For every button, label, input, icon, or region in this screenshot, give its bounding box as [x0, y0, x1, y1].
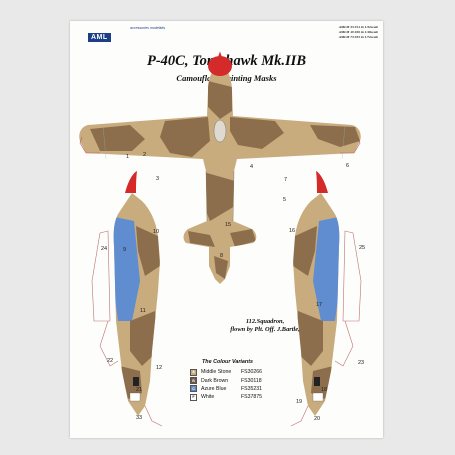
legend-title: The Colour Variants	[202, 359, 254, 365]
part-number-9: 9	[123, 247, 126, 253]
part-number-11: 11	[140, 308, 146, 314]
unit-caption: 112.Squadron, flown by Plt. Off. J.Bartl…	[210, 318, 320, 334]
product-code-48: AMLM 49 026 in 1/48scale	[338, 30, 378, 34]
part-numbers: 2 3 4 5 6 7 1 15 10 9 24 11 12 22 21 33 …	[101, 152, 365, 422]
aircraft-illustration: 2 3 4 5 6 7 1 15 10 9 24 11 12 22 21 33 …	[79, 51, 365, 427]
part-number-5: 5	[283, 197, 286, 203]
top-view-aircraft	[79, 51, 361, 284]
left-side-view-aircraft	[91, 171, 163, 427]
part-number-16: 16	[289, 228, 295, 234]
part-number-8: 8	[220, 253, 223, 259]
part-number-1: 1	[126, 154, 129, 160]
unit-caption-line-2: flown by Plt. Off. J.Bartle,	[230, 326, 300, 333]
part-number-25: 25	[359, 245, 365, 251]
brand-logo-text: AML	[88, 33, 111, 42]
part-number-6: 6	[346, 163, 349, 169]
part-number-17: 17	[316, 302, 322, 308]
part-number-20: 20	[314, 416, 320, 422]
part-number-15: 15	[225, 222, 231, 228]
color-fs-code: FS30266	[241, 369, 263, 376]
part-number-3: 3	[156, 176, 159, 182]
part-number-21: 21	[136, 387, 142, 393]
right-side-view-aircraft	[290, 171, 362, 427]
color-fs-code: FS37875	[241, 394, 263, 401]
color-name: Middle Stone	[201, 369, 232, 376]
product-code-72: AMLM 73 033 in 1/72scale	[338, 35, 378, 39]
part-number-33: 33	[136, 415, 142, 421]
color-fs-code: FS35231	[241, 385, 263, 392]
part-number-19: 19	[296, 399, 302, 405]
part-number-12: 12	[156, 365, 162, 371]
part-number-18: 18	[321, 387, 327, 393]
color-swatch: F	[190, 393, 197, 401]
legend-row: C Azure Blue FS35231	[190, 385, 290, 393]
color-name: White	[201, 394, 215, 401]
color-name: Azure Blue	[201, 385, 227, 392]
legend-row: A Middle Stone FS30266	[190, 368, 290, 376]
color-name: Dark Brown	[201, 377, 229, 384]
color-swatch: B	[190, 377, 197, 385]
part-number-22: 22	[107, 358, 113, 364]
brand-logo: AML accessories modelkits	[88, 26, 165, 42]
color-fs-code: FS30118	[241, 377, 262, 384]
part-number-7: 7	[284, 177, 287, 183]
color-swatch: C	[190, 385, 197, 393]
product-codes: AMLM 33 014 in 1/32scale AMLM 49 026 in …	[339, 25, 378, 40]
legend-row: B Dark Brown FS30118	[190, 376, 290, 385]
product-code-32: AMLM 33 014 in 1/32scale	[338, 25, 378, 29]
mask-sheet: AML accessories modelkits AMLM 33 014 in…	[70, 21, 383, 438]
legend-row: F White FS37875	[190, 393, 290, 401]
brand-tagline: accessories modelkits	[130, 26, 166, 30]
part-number-23: 23	[358, 360, 364, 366]
part-number-24: 24	[101, 246, 107, 252]
part-number-4: 4	[250, 164, 253, 170]
part-number-2: 2	[143, 152, 146, 158]
part-number-10: 10	[153, 229, 159, 235]
color-swatch: A	[190, 368, 197, 376]
colour-legend: The Colour Variants A Middle Stone FS302…	[190, 359, 290, 402]
unit-caption-line-1: 112.Squadron,	[245, 318, 285, 325]
